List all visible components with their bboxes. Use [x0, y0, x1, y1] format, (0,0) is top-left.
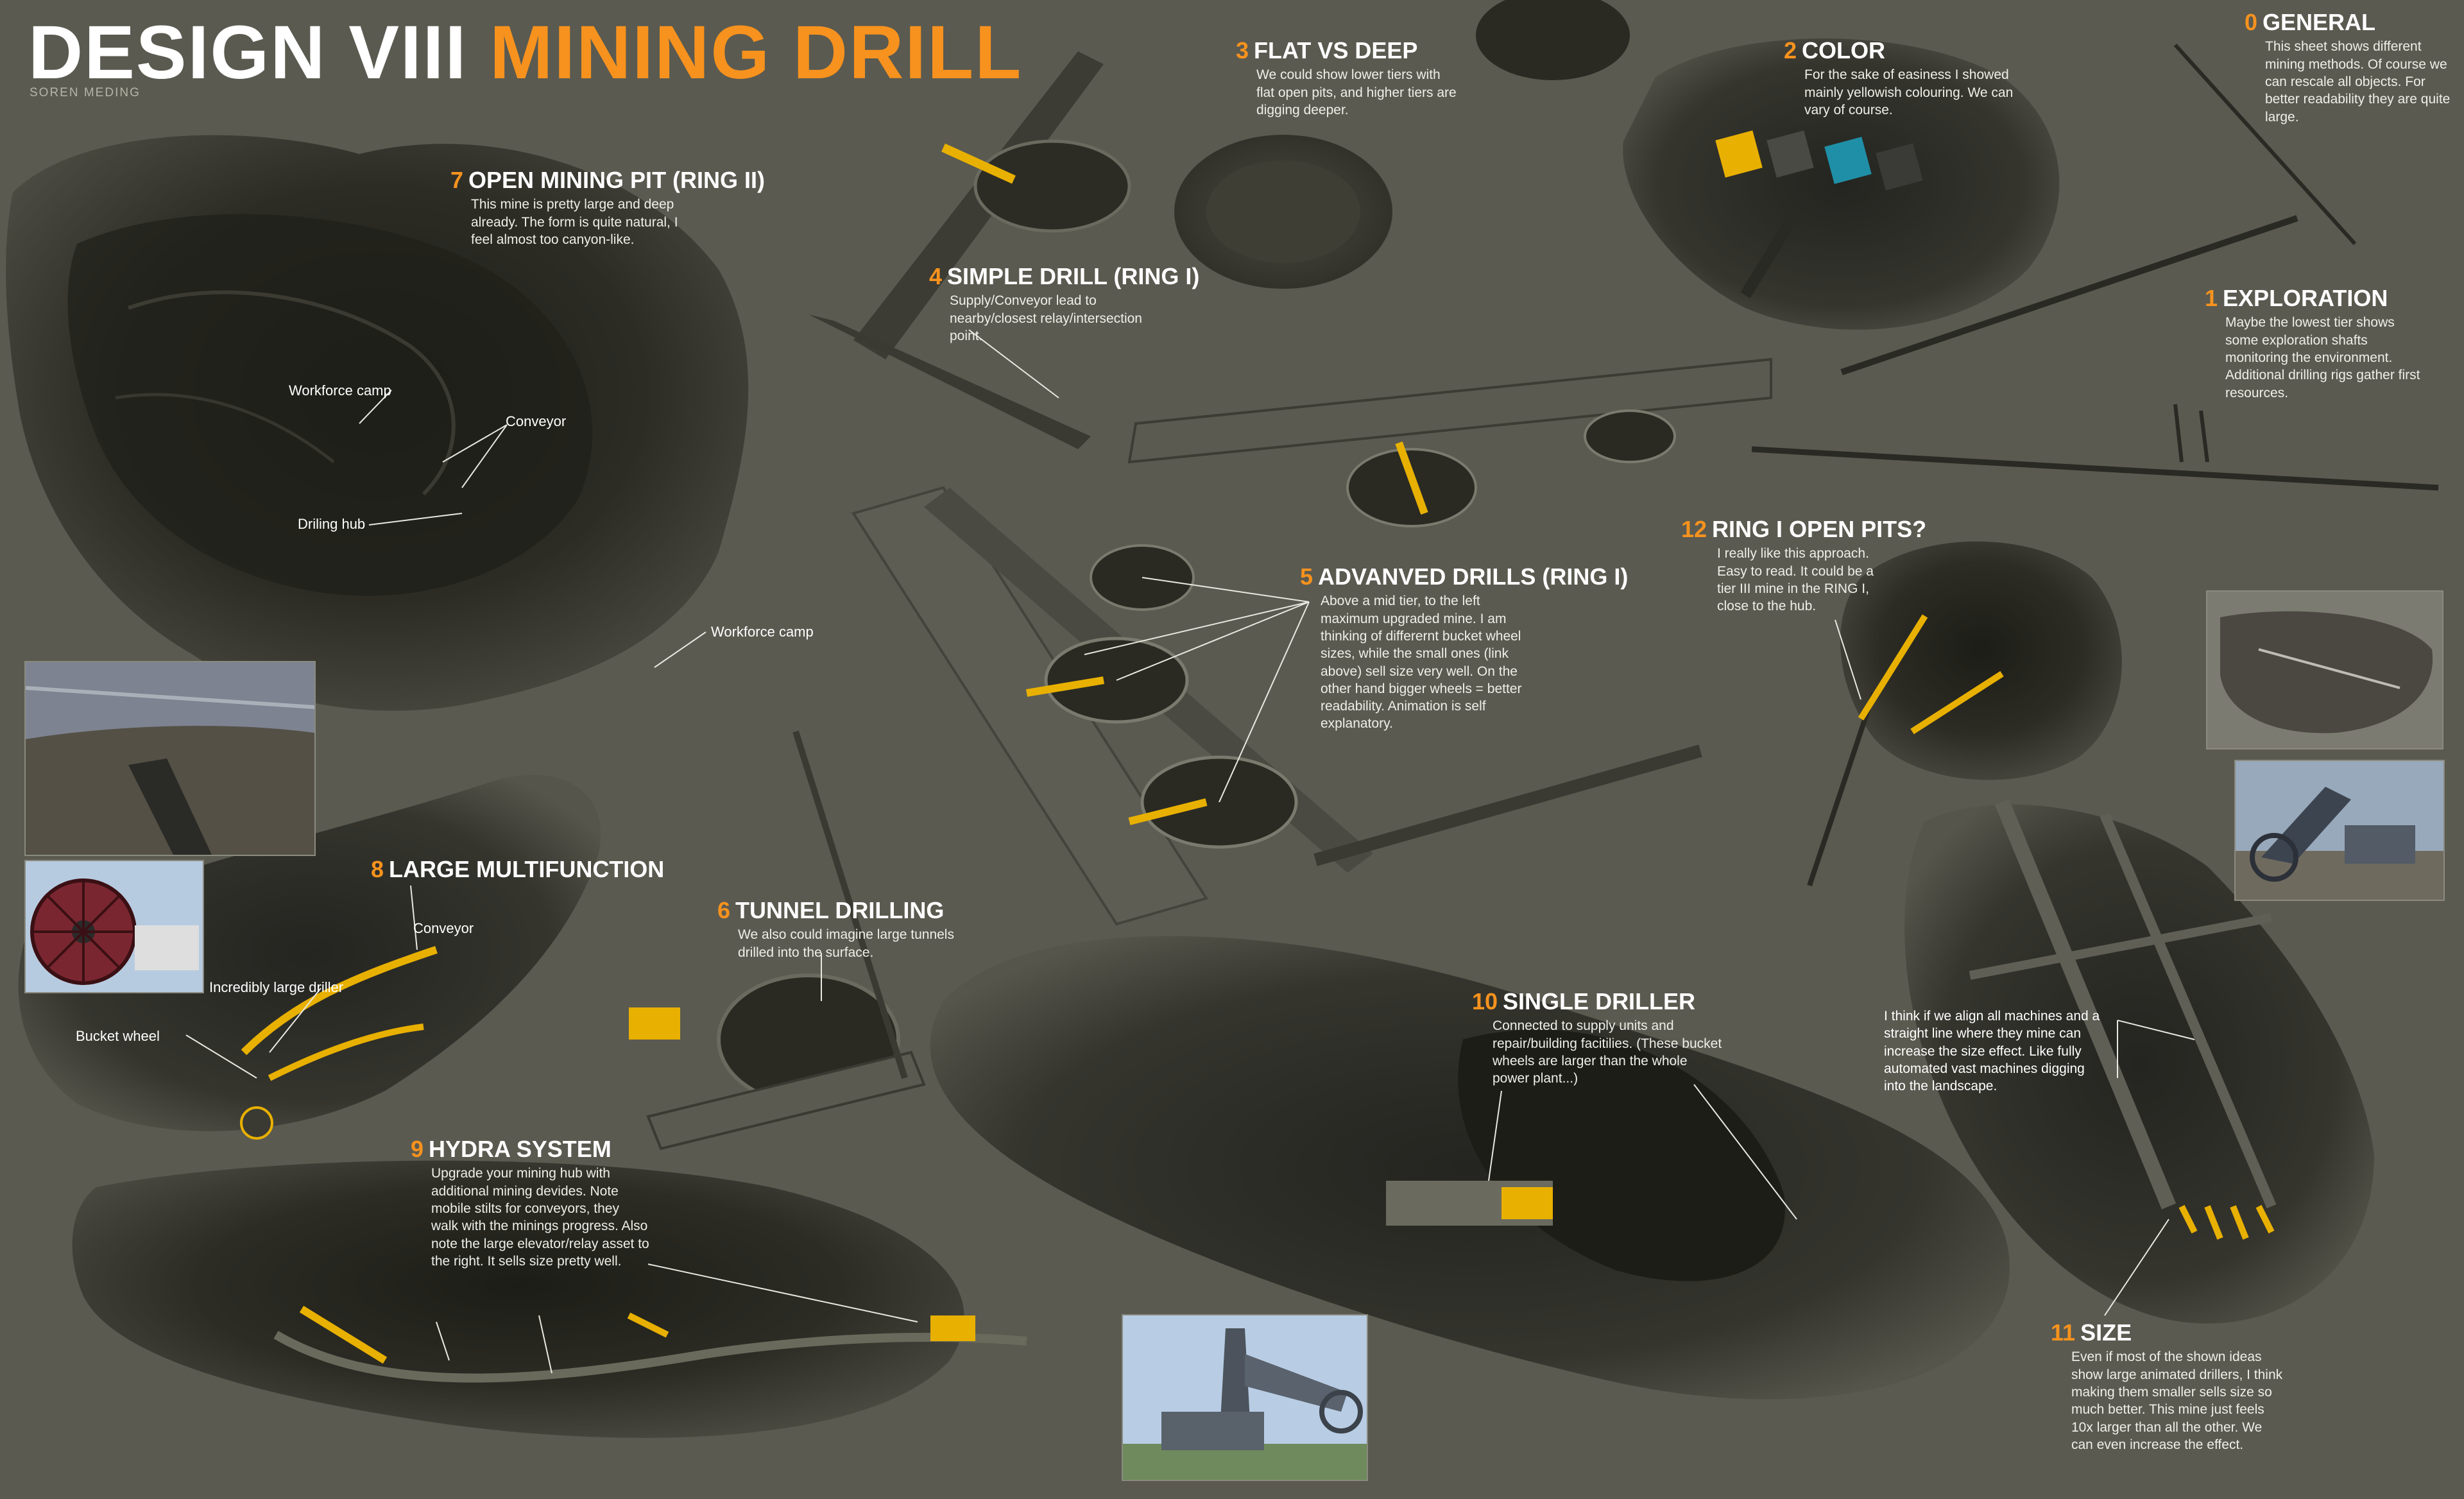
label-bucket-wheel: Bucket wheel [76, 1028, 160, 1044]
title-orange: MINING DRILL [490, 10, 1023, 95]
section-exploration-body: Maybe the lowest tier shows some explora… [2225, 315, 2420, 400]
mine-overview-photo-icon [2207, 592, 2442, 748]
page-title: DESIGN VIII MINING DRILL [28, 10, 1023, 95]
label-drilling-hub: Driling hub [298, 516, 366, 532]
size-art [1904, 804, 2374, 1324]
tunnel-drilling-art [629, 730, 926, 1151]
section-size-body: Even if most of the shown ideas show lar… [2071, 1349, 2283, 1452]
exploration-art [1751, 43, 2439, 491]
ring-i-open-pits-art [1840, 541, 2122, 780]
label-align-note: I think if we align all machines and a s… [1884, 1009, 2100, 1094]
bucket-wheel-excavator-photo-icon [2236, 761, 2443, 900]
author-name: SOREN MEDING [30, 86, 141, 99]
section-advanced-drills-body: Above a mid tier, to the left maximum up… [1321, 594, 1522, 732]
title-white: DESIGN VIII [28, 10, 468, 95]
hydra-system-art [72, 1160, 964, 1438]
single-driller-art [930, 936, 2010, 1400]
section-general-body: This sheet shows different mining method… [2265, 39, 2451, 124]
label-incredibly-large-driller: Incredibly large driller [209, 979, 344, 995]
label-conveyor-1: Conveyor [506, 413, 567, 429]
reference-photo-tunnel-boring-machine [24, 860, 204, 993]
large-multifunction-art [18, 775, 601, 1131]
label-workforce-camp-2: Workforce camp [711, 624, 814, 640]
section-ring-i-open-pits-body: I really like this approach. Easy to rea… [1717, 546, 1874, 614]
section-hydra-system-body: Upgrade your mining hub with additional … [431, 1166, 649, 1269]
label-workforce-camp-1: Workforce camp [289, 382, 391, 398]
open-pit-photo-icon [26, 662, 314, 855]
open-mining-pit-art [6, 135, 749, 711]
section-color-body: For the sake of easiness I showed mainly… [1804, 67, 2014, 117]
leader-lines [185, 329, 2195, 1374]
large-excavator-photo-icon [1123, 1315, 1367, 1480]
reference-photo-bucket-wheel-excavator-small [2234, 760, 2445, 901]
label-conveyor-2: Conveyor [413, 920, 474, 936]
reference-photo-bucket-wheel-excavator-large [1122, 1314, 1368, 1481]
section-single-driller-body: Connected to supply units and repair/bui… [1493, 1018, 1722, 1086]
color-pit-art [1623, 39, 2060, 330]
section-flat-vs-deep-body: We could show lower tiers with flat open… [1256, 67, 1457, 117]
tunnel-boring-machine-photo-icon [26, 861, 203, 992]
advanced-drills-art [851, 357, 1772, 926]
simple-drill-art [809, 51, 1131, 449]
section-simple-drill-body: Supply/Conveyor lead to nearby/closest r… [950, 293, 1142, 343]
section-tunnel-drilling-body: We also could imagine large tunnels dril… [738, 927, 954, 960]
reference-photo-mine-overview [2206, 590, 2443, 750]
reference-photo-open-pit [24, 661, 316, 856]
section-open-mining-pit-body: This mine is pretty large and deep alrea… [471, 197, 678, 247]
